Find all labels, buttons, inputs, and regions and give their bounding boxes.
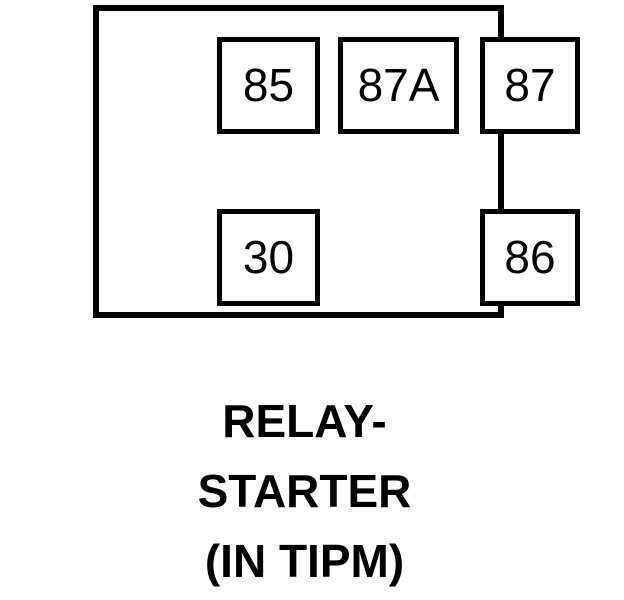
caption-line-2: STARTER xyxy=(197,465,412,517)
terminal-87a-label: 87A xyxy=(357,58,440,111)
terminal-87a: 87A xyxy=(338,37,459,134)
terminal-85-label: 85 xyxy=(242,58,295,111)
terminal-87-label: 87 xyxy=(504,58,556,111)
diagram-caption: RELAY- STARTER (IN TIPM) xyxy=(0,386,609,596)
terminal-30: 30 xyxy=(217,209,320,306)
terminal-30-label: 30 xyxy=(242,230,295,283)
caption-line-3: (IN TIPM) xyxy=(204,535,405,587)
terminal-85: 85 xyxy=(217,37,320,134)
terminal-86: 86 xyxy=(480,209,580,306)
terminal-87: 87 xyxy=(480,37,580,134)
caption-line-1: RELAY- xyxy=(222,395,387,447)
relay-body-outline: 85 87A 87 30 86 xyxy=(93,5,580,318)
terminal-86-label: 86 xyxy=(504,230,556,283)
